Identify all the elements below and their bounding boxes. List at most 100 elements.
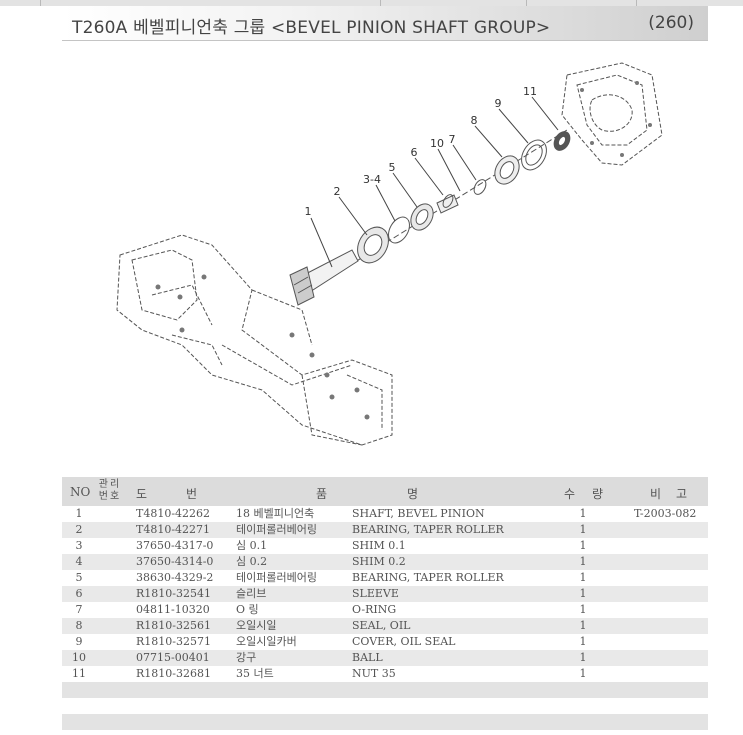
- cell-name-eng: SEAL, OIL: [352, 619, 411, 632]
- callout-label: 8: [471, 114, 478, 127]
- header-remark: 비: [650, 487, 662, 501]
- callout-label: 7: [449, 133, 456, 146]
- header-mgmt-no: 관리번호: [98, 479, 122, 502]
- table-row: 8 R1810-32561 오일시일 SEAL, OIL 1: [62, 618, 708, 634]
- cell-qty: 1: [579, 555, 587, 568]
- table-row: 9 R1810-32571 오일시일카버 COVER, OIL SEAL 1: [62, 634, 708, 650]
- axle-housing: [116, 234, 393, 446]
- table-row: 2 T4810-42271 테이퍼롤러베어링 BEARING, TAPER RO…: [62, 522, 708, 538]
- cell-no: 11: [72, 667, 86, 680]
- callout-label: 6: [411, 146, 418, 159]
- cell-no: 8: [75, 619, 83, 632]
- callout-label: 1: [305, 205, 312, 218]
- cell-qty: 1: [579, 635, 587, 648]
- exploded-parts-diagram: 1 2 3-4 5 6 10 7 8 9 11: [116, 62, 663, 446]
- callout-label: 10: [430, 137, 444, 150]
- cell-name-kor: 테이퍼롤러베어링: [236, 523, 317, 536]
- assembly-axis: [301, 129, 568, 296]
- oil-seal-cover: [521, 139, 547, 171]
- cell-name-eng: SHAFT, BEVEL PINION: [352, 507, 485, 520]
- cell-no: 10: [72, 651, 86, 664]
- cell-qty: 1: [579, 587, 587, 600]
- page-header: T260A 베벨피니언축 그룹 <BEVEL PINION SHAFT GROU…: [62, 6, 708, 41]
- cell-name-eng: BEARING, TAPER ROLLER: [352, 571, 504, 584]
- cell-name-kor: 심 0.2: [236, 555, 268, 568]
- bevel-pinion-shaft: [289, 249, 359, 306]
- housing-bolts: [155, 274, 370, 420]
- header-qty: 수: [564, 487, 576, 501]
- cell-part-no: R1810-32571: [136, 635, 211, 648]
- cell-name-eng: SLEEVE: [352, 587, 399, 600]
- header-drawing-no: 번: [186, 487, 198, 501]
- callout-label: 3-4: [363, 173, 381, 186]
- header-name: 명: [407, 487, 419, 501]
- cell-part-no: T4810-42271: [136, 523, 211, 536]
- cell-name-kor: 심 0.1: [236, 539, 268, 552]
- header-drawing-no: 도: [136, 487, 148, 501]
- table-row-empty: [62, 714, 708, 730]
- cell-name-eng: BEARING, TAPER ROLLER: [352, 523, 504, 536]
- cell-qty: 1: [579, 539, 587, 552]
- table-row: 4 37650-4314-0 심 0.2 SHIM 0.2 1: [62, 554, 708, 570]
- table-row-empty: [62, 698, 708, 714]
- cell-part-no: 37650-4314-0: [136, 555, 214, 568]
- header-qty: 량: [592, 487, 604, 501]
- cell-qty: 1: [579, 571, 587, 584]
- cell-part-no: 38630-4329-2: [136, 571, 214, 584]
- page-title: T260A 베벨피니언축 그룹 <BEVEL PINION SHAFT GROU…: [72, 18, 551, 38]
- cell-name-eng: COVER, OIL SEAL: [352, 635, 456, 648]
- cell-remark: T-2003-082: [634, 507, 697, 520]
- cell-part-no: 07715-00401: [136, 651, 210, 664]
- parts-table: NO 관리번호 도 번 품 명 수 량 비 고 1 T4810-42262 18…: [62, 477, 708, 730]
- sleeve: [436, 194, 459, 214]
- cell-name-kor: 강구: [236, 651, 257, 664]
- table-row: 10 07715-00401 강구 BALL 1: [62, 650, 708, 666]
- cell-name-eng: NUT 35: [352, 667, 396, 680]
- cell-no: 7: [75, 603, 83, 616]
- o-ring: [473, 179, 487, 195]
- table-row: 7 04811-10320 O 링 O-RING 1: [62, 602, 708, 618]
- header-name: 품: [316, 487, 328, 501]
- cell-name-eng: SHIM 0.1: [352, 539, 406, 552]
- cell-name-eng: BALL: [352, 651, 383, 664]
- nut: [553, 131, 571, 151]
- cell-part-no: R1810-32561: [136, 619, 211, 632]
- cell-part-no: R1810-32541: [136, 587, 211, 600]
- cell-name-kor: 슬리브: [236, 587, 267, 600]
- cell-no: 2: [75, 523, 83, 536]
- oil-seal: [494, 155, 520, 185]
- callout-label: 11: [523, 85, 537, 98]
- top-strip: [0, 0, 743, 6]
- cell-qty: 1: [579, 667, 587, 680]
- cell-qty: 1: [579, 619, 587, 632]
- parts-table-header: NO 관리번호 도 번 품 명 수 량 비 고: [62, 477, 708, 506]
- callout-label: 9: [495, 97, 502, 110]
- page-number: (260): [648, 13, 694, 33]
- cell-name-kor: 오일시일: [236, 619, 277, 632]
- cell-no: 5: [75, 571, 83, 584]
- cell-name-kor: 35 너트: [236, 667, 274, 680]
- gear-case-bolts: [580, 81, 652, 157]
- cell-name-eng: O-RING: [352, 603, 397, 616]
- cell-qty: 1: [579, 507, 587, 520]
- cell-name-kor: 18 베벨피니언축: [236, 507, 315, 520]
- cell-name-kor: O 링: [236, 603, 259, 616]
- cell-no: 3: [75, 539, 83, 552]
- cell-no: 1: [75, 507, 83, 520]
- leader-lines: [310, 96, 559, 268]
- cell-no: 9: [75, 635, 83, 648]
- header-no: NO: [70, 485, 91, 499]
- callout-label: 2: [334, 185, 341, 198]
- shim: [388, 216, 410, 244]
- cell-name-eng: SHIM 0.2: [352, 555, 406, 568]
- table-row: 5 38630-4329-2 테이퍼롤러베어링 BEARING, TAPER R…: [62, 570, 708, 586]
- top-strip-tab: [526, 0, 637, 6]
- top-strip-tab: [380, 0, 527, 6]
- table-row: 1 T4810-42262 18 베벨피니언축 SHAFT, BEVEL PIN…: [62, 506, 708, 522]
- top-strip-tab: [0, 0, 41, 6]
- cell-no: 4: [75, 555, 83, 568]
- table-row: 6 R1810-32541 슬리브 SLEEVE 1: [62, 586, 708, 602]
- taper-roller-bearing-5: [410, 203, 434, 231]
- cell-qty: 1: [579, 651, 587, 664]
- table-row: 3 37650-4317-0 심 0.1 SHIM 0.1 1: [62, 538, 708, 554]
